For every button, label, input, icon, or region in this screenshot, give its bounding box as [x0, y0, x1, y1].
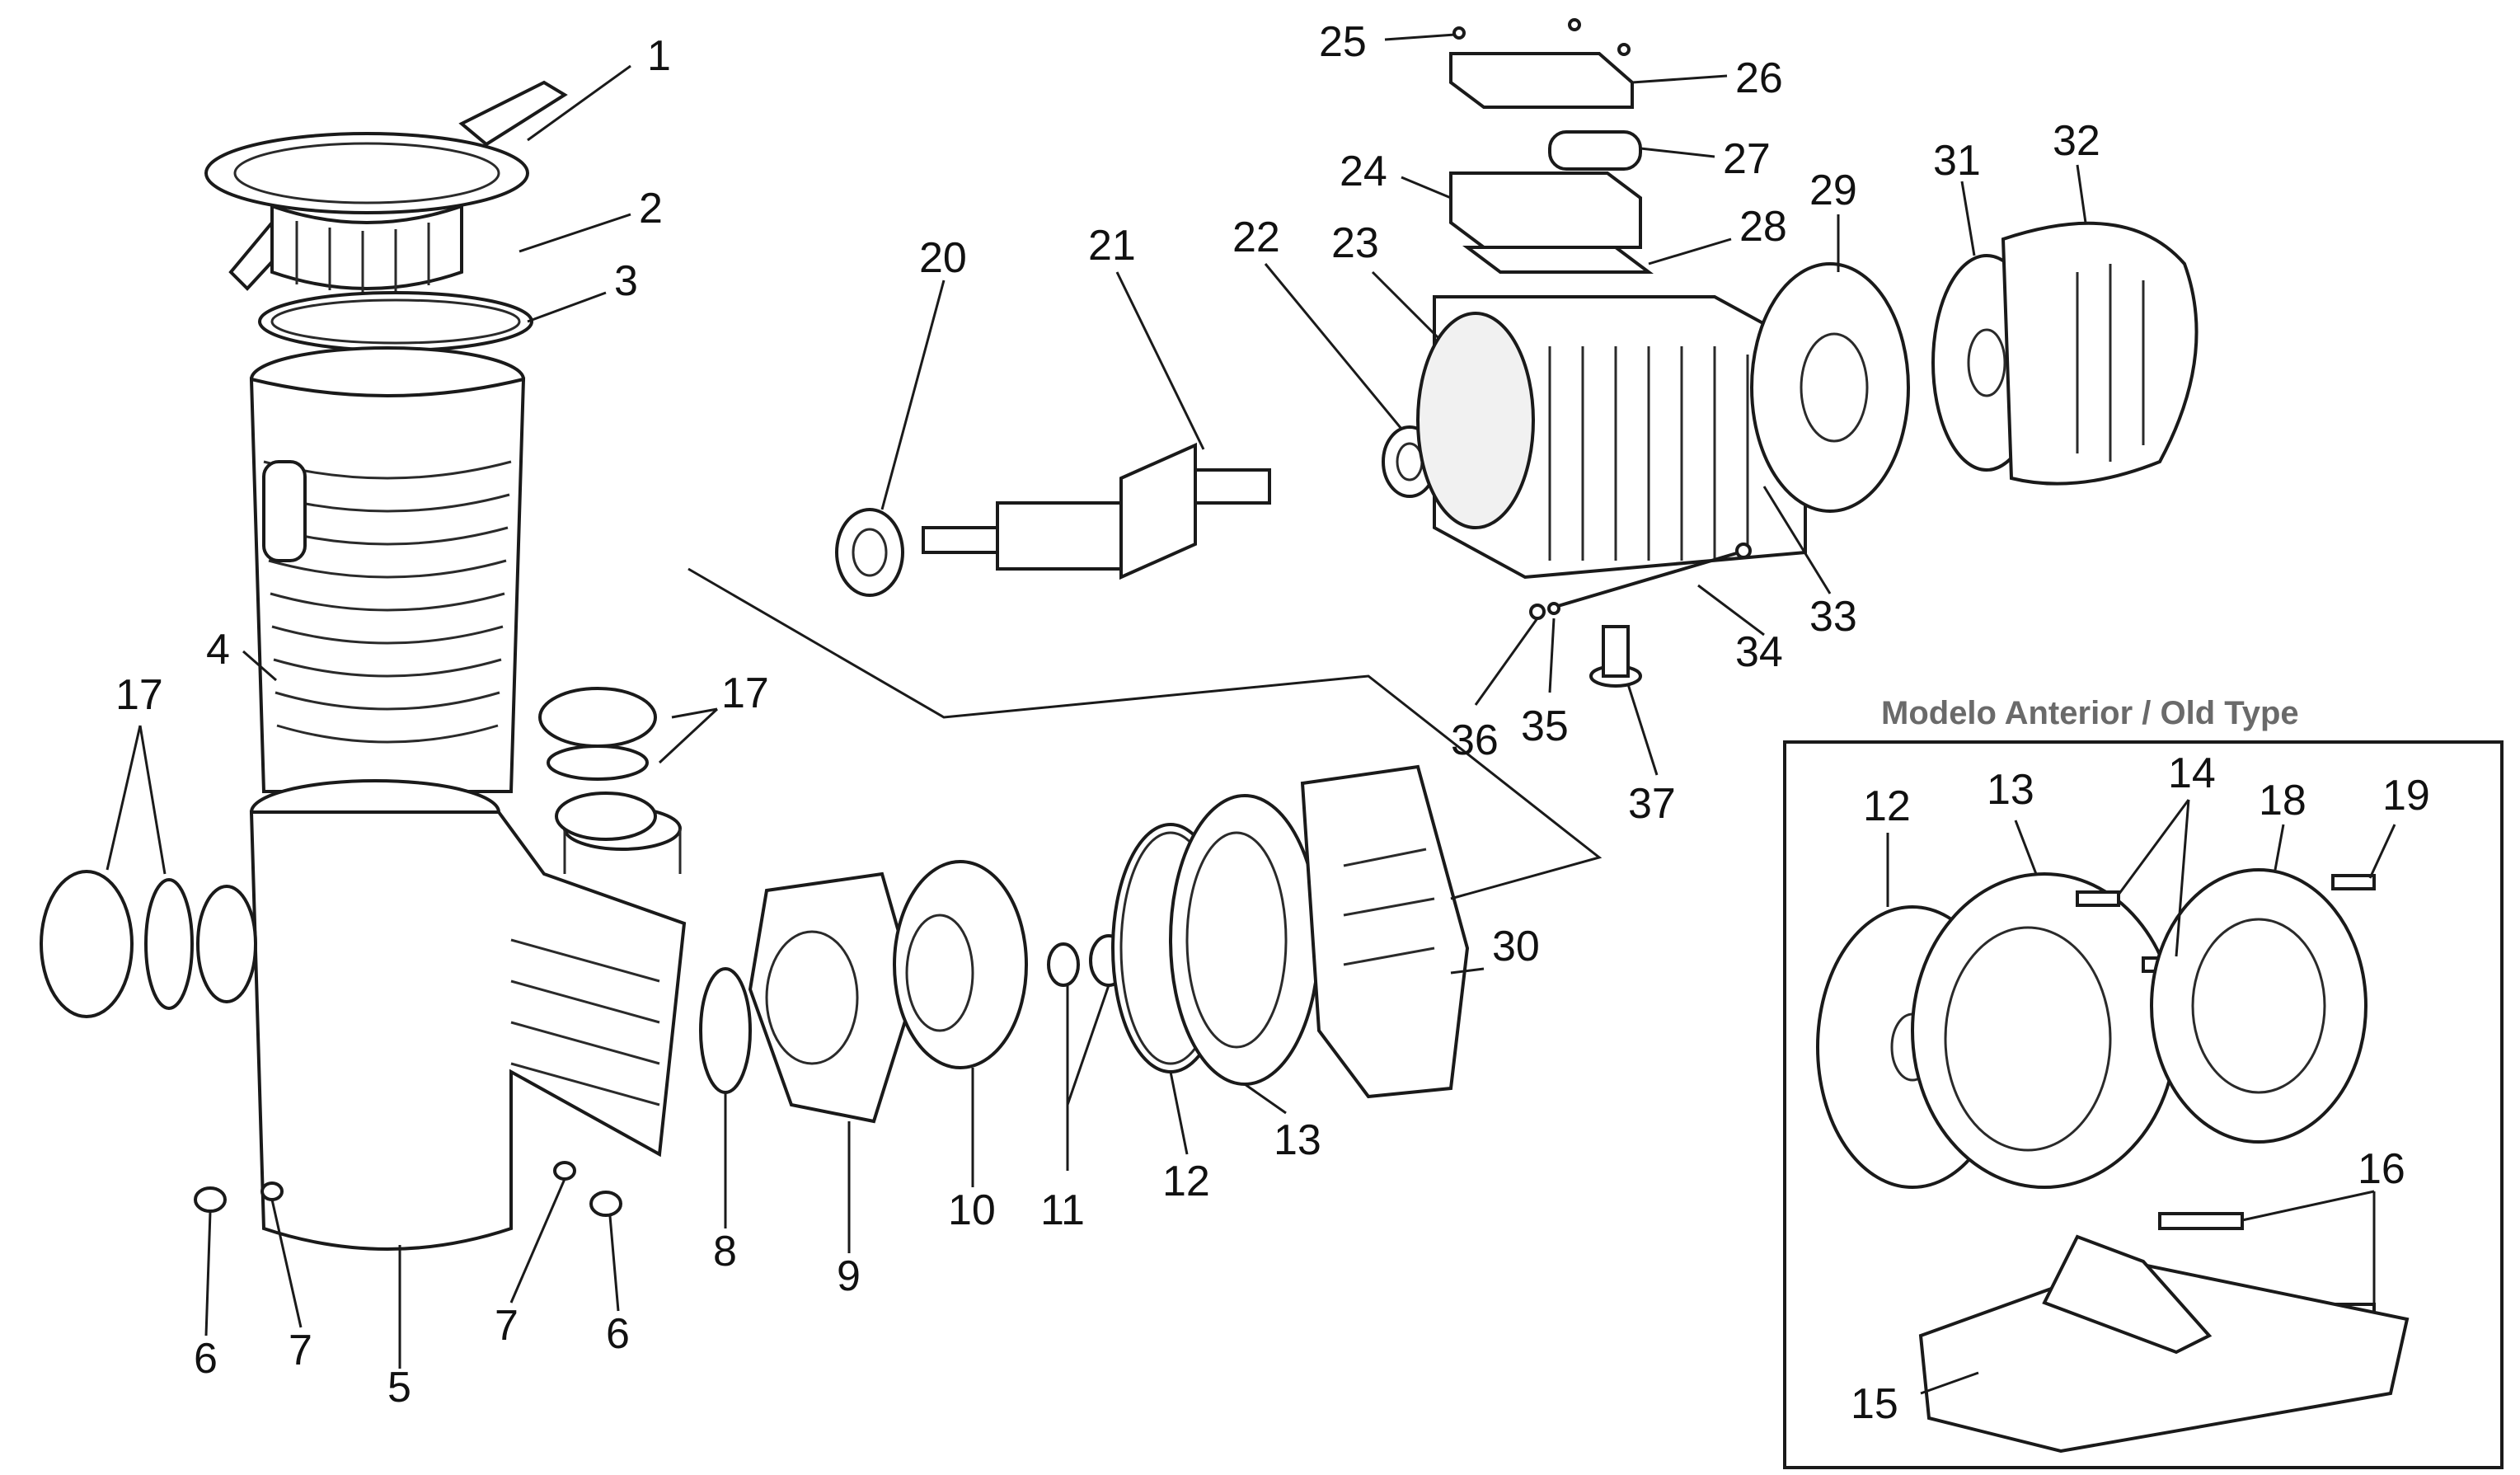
strainer-lid-wrench [204, 80, 568, 291]
assembly-guide-lines [687, 567, 1603, 900]
callout-labels: 1 2 3 4 5 17 17 6 7 7 6 8 9 10 11 12 13 … [115, 18, 2430, 1428]
callout-17-side: 17 [115, 671, 163, 719]
callout-13: 13 [1274, 1116, 1321, 1164]
inset-seal-plate-13 [1911, 872, 2178, 1189]
callout-23: 23 [1331, 219, 1379, 267]
terminal-cover-26 [1449, 52, 1634, 109]
inset-base-15 [1918, 1234, 2410, 1454]
gasket-28 [1462, 246, 1654, 274]
callout-12: 12 [1162, 1158, 1210, 1205]
motor-bracket-30 [1300, 764, 1470, 1099]
callout-32: 32 [2053, 117, 2100, 165]
bearing-20 [835, 508, 904, 597]
inset-callout-13: 13 [1987, 766, 2034, 814]
foot-37 [1589, 625, 1642, 688]
fan-cover-32 [2001, 221, 2199, 486]
tie-rod-34 [1557, 543, 1752, 608]
side-union-17a [40, 870, 257, 1018]
diffuser-9 [748, 871, 917, 1124]
callout-33: 33 [1809, 593, 1857, 641]
callout-21: 21 [1088, 222, 1136, 270]
seal-plate-13 [1169, 794, 1321, 1086]
callout-30: 30 [1492, 923, 1540, 970]
capacitor-27 [1548, 130, 1642, 171]
callout-2: 2 [639, 185, 663, 233]
callout-7-left: 7 [289, 1327, 312, 1374]
screws-25 [1452, 18, 1631, 56]
callout-29: 29 [1809, 167, 1857, 214]
inset-callout-18: 18 [2259, 777, 2306, 824]
callout-36: 36 [1451, 716, 1499, 764]
rotor-21 [922, 442, 1271, 580]
callout-7-right: 7 [495, 1302, 519, 1350]
inset-callout-12: 12 [1863, 782, 1911, 830]
callout-8: 8 [713, 1228, 737, 1275]
inset-screw-19 [2331, 874, 2376, 890]
callout-6-left: 6 [194, 1335, 218, 1383]
callout-3: 3 [614, 257, 638, 305]
lid-o-ring [258, 291, 533, 352]
leader-lines [106, 33, 2396, 1395]
callout-34: 34 [1735, 628, 1783, 676]
volute-o-ring-8 [699, 967, 752, 1094]
callout-26: 26 [1735, 54, 1783, 102]
callout-20: 20 [919, 234, 967, 282]
inset-callout-14: 14 [2168, 749, 2216, 797]
callout-1: 1 [647, 32, 671, 80]
callout-25: 25 [1319, 18, 1367, 66]
callout-31: 31 [1933, 137, 1981, 185]
callout-37: 37 [1628, 780, 1676, 828]
inset-callout-15: 15 [1851, 1380, 1898, 1428]
callout-28: 28 [1739, 203, 1787, 251]
inset-title: Modelo Anterior / Old Type [1881, 695, 2299, 731]
strainer-basket [249, 346, 526, 793]
washer-35-36 [1529, 602, 1560, 620]
inset-frame [1783, 740, 2504, 1469]
callout-11: 11 [1040, 1186, 1085, 1234]
end-bell-29 [1750, 262, 1910, 513]
top-union-17b [538, 687, 657, 841]
callout-35: 35 [1521, 702, 1569, 750]
inset-callout-16: 16 [2358, 1145, 2405, 1193]
callout-4: 4 [206, 626, 230, 674]
callout-27: 27 [1723, 135, 1771, 183]
callout-6-right: 6 [606, 1310, 630, 1358]
callout-24: 24 [1340, 148, 1387, 195]
pump-housing [249, 779, 687, 1251]
inset-callout-19: 19 [2382, 772, 2430, 820]
strainer-lid [270, 204, 463, 294]
callout-10: 10 [948, 1186, 996, 1234]
inset-bracket-18 [2150, 868, 2367, 1144]
callout-17-top: 17 [721, 669, 769, 717]
callout-22: 22 [1232, 214, 1280, 261]
callout-5: 5 [387, 1364, 411, 1412]
impeller-10 [893, 860, 1028, 1069]
stator-housing-23 [1416, 295, 1807, 580]
callout-9: 9 [837, 1252, 861, 1300]
terminal-box-24 [1449, 171, 1642, 249]
